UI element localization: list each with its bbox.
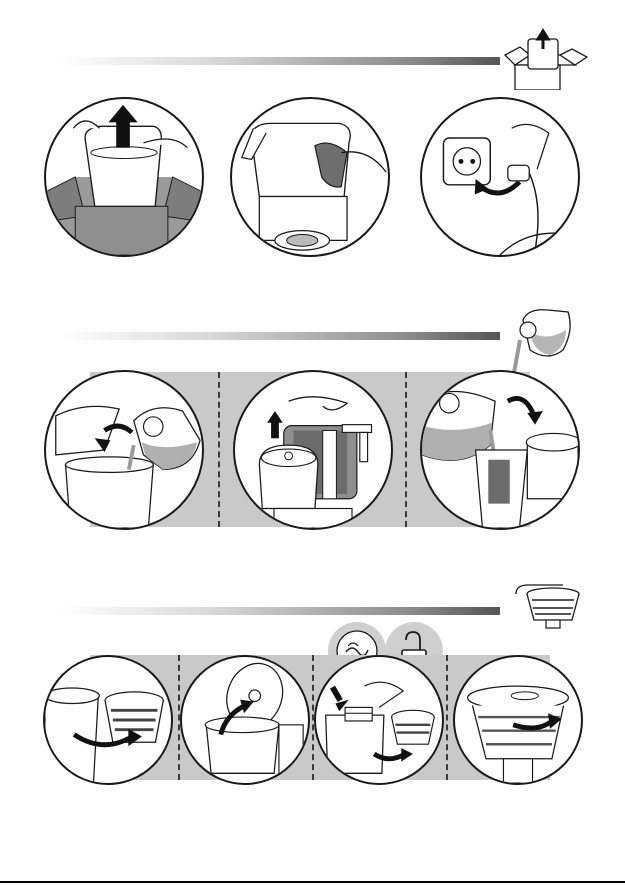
step-circle-lift-filter (233, 370, 393, 530)
section-fill-water (0, 290, 625, 550)
section-header-bar (60, 57, 500, 65)
pour-water-carafe-icon (508, 300, 578, 380)
step-circle-close-filter (453, 655, 583, 785)
section-header-bar (60, 332, 500, 340)
step-circle-pour-lid (44, 370, 204, 530)
open-lid-pour-icon (46, 372, 202, 528)
step-divider (405, 372, 407, 527)
step-divider (218, 372, 220, 527)
section-filter (0, 550, 625, 850)
step-circle-remove-packaging (230, 97, 390, 257)
step-circle-lift-carafe (44, 97, 204, 257)
step-circle-insert-cartridge (314, 655, 444, 785)
lift-filter-holder-icon (235, 372, 391, 528)
plug-into-socket-icon (422, 99, 578, 255)
swing-filter-holder-icon (45, 657, 171, 783)
remove-packaging-icon (232, 99, 388, 255)
close-filter-holder-icon (455, 657, 581, 783)
section-header-bar (60, 607, 500, 615)
insert-filter-cartridge-icon (316, 657, 442, 783)
step-circle-plug-in (420, 97, 580, 257)
step-circle-open-lid (180, 655, 310, 785)
unbox-machine-icon (500, 25, 590, 90)
section-unpack (0, 0, 625, 290)
open-filter-lid-icon (182, 657, 308, 783)
pour-into-reservoir-icon (422, 372, 578, 528)
page-bottom-rule (0, 881, 625, 883)
filter-holder-icon (508, 580, 583, 640)
step-circle-swing-filter (43, 655, 173, 785)
step-divider (446, 655, 448, 780)
step-circle-pour-reservoir (420, 370, 580, 530)
lift-carafe-from-box-icon (46, 99, 202, 255)
